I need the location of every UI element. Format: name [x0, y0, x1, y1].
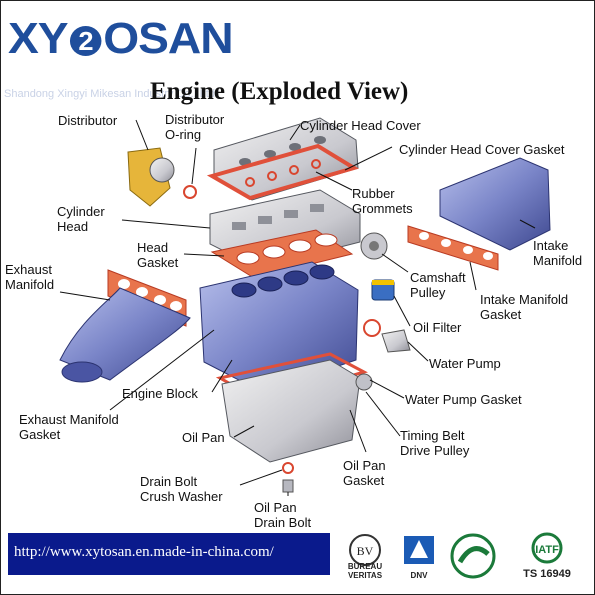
intake-gasket-shape — [407, 225, 499, 271]
label-water-pump: Water Pump — [429, 356, 501, 371]
intake-manifold-shape — [439, 157, 551, 251]
rubber-grommets — [245, 159, 321, 187]
svg-text:IATF: IATF — [535, 544, 559, 556]
head-cover-gasket — [206, 143, 359, 201]
engine-block-shape — [199, 261, 359, 393]
leader-lines — [59, 119, 536, 496]
distributor-oring-shape — [183, 185, 197, 199]
label-oil-pan: Oil Pan — [182, 430, 225, 445]
label-cylinder-head-cover-gasket: Cylinder Head Cover Gasket — [399, 142, 565, 157]
label-cylinder-head-cover: Cylinder Head Cover — [300, 118, 421, 133]
ccc-badge — [448, 532, 498, 580]
label-engine-block: Engine Block — [122, 386, 198, 401]
footer-url[interactable]: http://www.xytosan.en.made-in-china.com/ — [14, 544, 274, 560]
label-oil-filter: Oil Filter — [413, 320, 462, 335]
exhaust-manifold-shape — [59, 287, 191, 383]
bureau-veritas-badge: BV BUREAU VERITAS — [336, 532, 394, 580]
distributor-shape — [127, 147, 175, 207]
oil-filter-shape — [371, 279, 395, 301]
footer-url-bar: http://www.xytosan.en.made-in-china.com/ — [8, 533, 330, 575]
dnv-badge: DNV — [398, 532, 440, 580]
oil-pan-shape — [221, 359, 361, 463]
head-gasket-shape — [210, 229, 354, 279]
timing-pulley-shape — [355, 373, 373, 391]
page-title: Engine (Exploded View) — [150, 78, 409, 105]
crush-washer-shape — [282, 462, 294, 474]
ts16949-badge: IATF TS 16949 — [506, 532, 588, 580]
brand-tagline: Shandong Xingyi Mikesan Industry Co., Lt… — [4, 88, 219, 100]
water-pump-shape — [363, 319, 411, 353]
label-distributor: Distributor — [58, 113, 118, 128]
svg-text:BV: BV — [357, 544, 374, 558]
label-water-pump-gasket: Water Pump Gasket — [405, 392, 522, 407]
drain-bolt-shape — [282, 479, 294, 493]
